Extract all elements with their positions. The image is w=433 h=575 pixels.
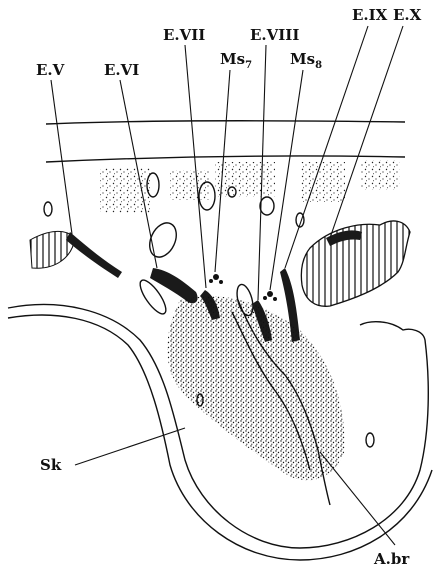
label-evi: E.VI	[104, 61, 139, 79]
label-evii: E.VII	[163, 26, 205, 44]
label-sk: Sk	[40, 456, 62, 474]
label-ms8: Ms8	[290, 50, 322, 71]
label-ev: E.V	[36, 61, 65, 79]
label-ms7: Ms7	[220, 50, 252, 71]
label-abr: A.br	[373, 550, 410, 568]
label-eix: E.IX	[352, 6, 388, 24]
label-ex: E.X	[393, 6, 422, 24]
label-eviii: E.VIII	[250, 26, 299, 44]
